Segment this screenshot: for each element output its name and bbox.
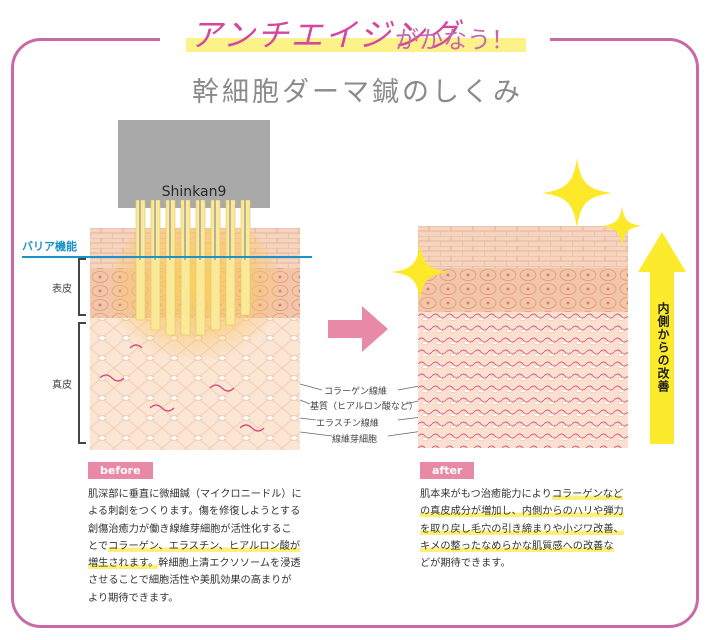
epidermis-label: 表皮 (52, 284, 72, 295)
after-tag: after (420, 462, 475, 479)
arrow-label: 内側からの改善 (656, 302, 670, 393)
epidermis-bracket (78, 258, 86, 316)
before-description: 肌深部に垂直に微細鍼（マイクロニードル）に よる刺創をつくります。傷を修復しよう… (88, 486, 333, 607)
page-subtitle: 幹細胞ダーマ鍼のしくみ (191, 77, 524, 108)
before-line: させることで細胞活性や美肌効果の高まりが (88, 575, 292, 587)
transition-arrow (328, 306, 388, 352)
barrier-label: バリア機能 (22, 240, 77, 253)
before-tag: before (88, 462, 153, 479)
after-line: の真皮成分が増加し、内側からのハリや弾力 (420, 506, 624, 518)
after-line: を取り戻し毛穴の引き締まりや小ジワ改善、 (420, 523, 624, 535)
collagen-label: コラーゲン線維 (324, 387, 388, 397)
before-line: 創傷治癒力が働き線維芽細胞が活性化するこ (88, 523, 292, 535)
sparkle-icon (602, 206, 642, 246)
before-line: とでコラーゲン、エラスチン、ヒアルロン酸が (88, 540, 301, 552)
elastin-label: エラスチン線維 (316, 419, 379, 429)
after-line: 肌本来がもつ治癒能力によりコラーゲンなど (420, 489, 624, 500)
sparkle-icon (392, 244, 448, 300)
dermis-bracket (78, 322, 86, 444)
after-description: 肌本来がもつ治癒能力によりコラーゲンなど の真皮成分が増加し、内側からのハリや弾… (420, 486, 670, 572)
needle-device-body (118, 120, 270, 208)
title-suffix: がかなう！ (395, 26, 515, 54)
after-line: キメの整ったなめらかな肌質感への改善な (420, 540, 614, 552)
fibroblast-label: 線維芽細胞 (332, 435, 378, 445)
title-highlight-text: アンチエイジング (190, 16, 461, 54)
device-label: Shinkan9 (161, 184, 227, 200)
before-line: 増生されます。幹細胞上清エクソソームを浸透 (88, 558, 301, 570)
title-highlight-band (186, 38, 526, 52)
barrier-line (22, 256, 312, 258)
after-line: どが期待できます。 (420, 558, 511, 570)
after-skin-diagram (418, 226, 628, 448)
before-line: より期待できます。 (88, 592, 179, 604)
matrix-label: 基質（ヒアルロン酸など） (310, 402, 418, 412)
dermis-label: 真皮 (52, 380, 72, 391)
device-needles (135, 200, 251, 336)
improvement-arrow (638, 232, 686, 444)
before-line: よる刺創をつくります。傷を修復しようとする (88, 506, 301, 518)
sparkle-icon (542, 158, 612, 228)
before-line: 肌深部に垂直に微細鍼（マイクロニードル）に (88, 489, 302, 500)
